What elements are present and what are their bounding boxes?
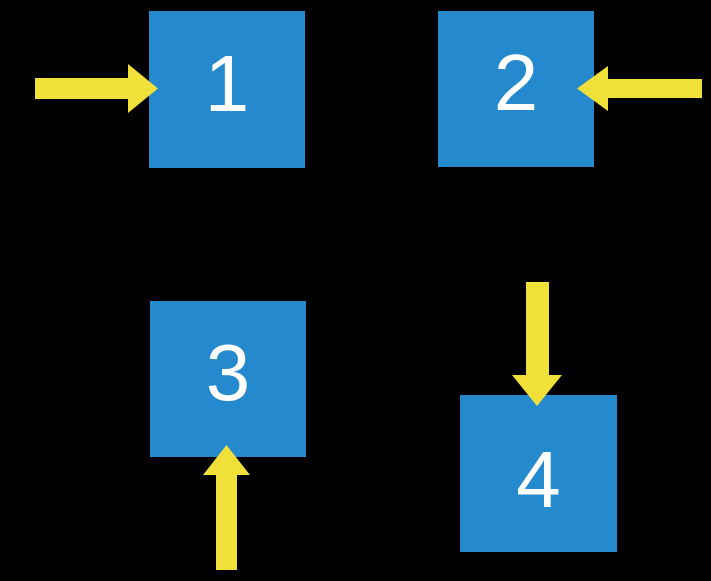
arrow-left-icon <box>577 66 702 111</box>
square-3: 3 <box>150 301 306 457</box>
square-1: 1 <box>149 11 305 168</box>
arrow-up-icon <box>203 445 250 570</box>
square-3-label: 3 <box>205 328 251 417</box>
square-4: 4 <box>460 395 617 552</box>
arrow-right-icon <box>35 64 158 113</box>
square-2: 2 <box>438 11 594 167</box>
arrow-down-icon <box>512 282 562 406</box>
square-1-label: 1 <box>204 38 250 128</box>
square-2-label: 2 <box>493 38 539 127</box>
square-4-label: 4 <box>516 434 561 524</box>
